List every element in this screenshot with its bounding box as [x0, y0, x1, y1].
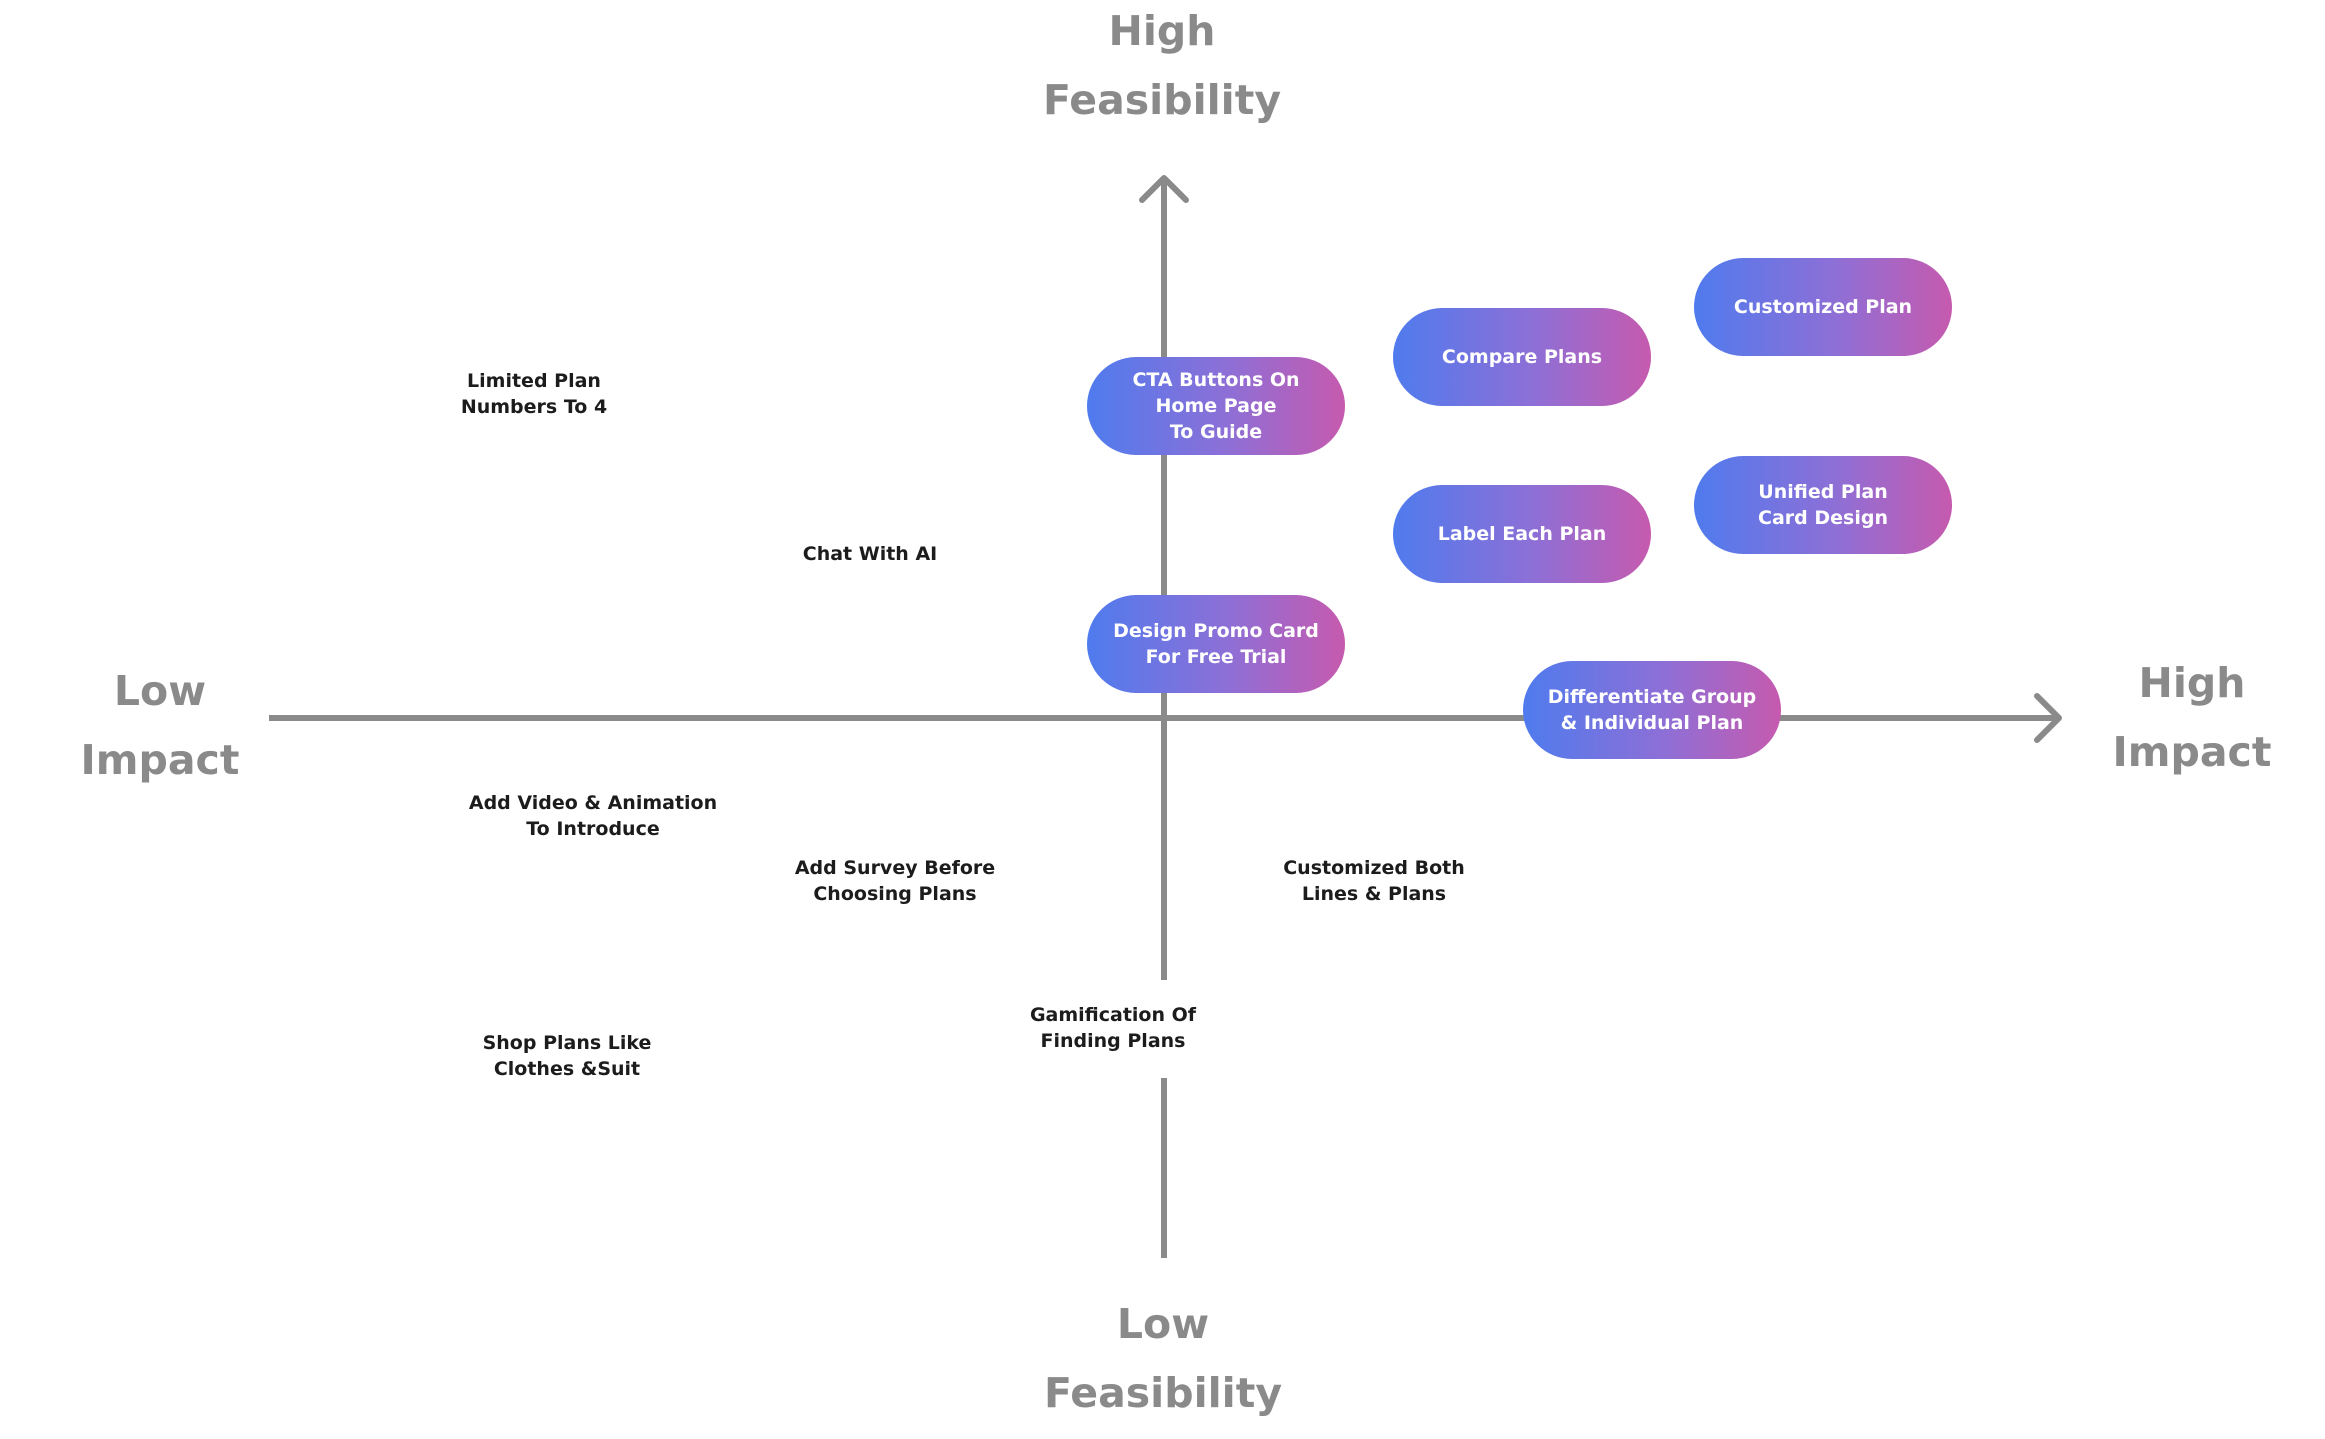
pill-design-promo-card: Design Promo Card For Free Trial — [1087, 595, 1345, 693]
pill-customized-plan: Customized Plan — [1694, 258, 1952, 356]
right-axis-label: High Impact — [2113, 649, 2272, 787]
item-gamification: Gamification Of Finding Plans — [1029, 1004, 1197, 1052]
bottom-axis-label: Low Feasibility — [1044, 1290, 1282, 1428]
item-add-video: Add Video & Animation To Introduce — [468, 792, 718, 840]
top-axis-label-line1: High — [1108, 7, 1216, 55]
pill-cta-buttons: CTA Buttons On Home Page To Guide — [1087, 357, 1345, 455]
left-axis-label-line1: Low — [113, 667, 207, 715]
item-customized-both: Customized Both Lines & Plans — [1283, 857, 1465, 905]
top-axis-label: High Feasibility — [1043, 0, 1281, 135]
bottom-axis-label-line1: Low — [1116, 1300, 1210, 1348]
left-axis-label: Low Impact — [81, 657, 240, 795]
pill-label-each-plan: Label Each Plan — [1393, 485, 1651, 583]
right-axis-label-line1: High — [2138, 659, 2246, 707]
pill-unified-plan-card: Unified Plan Card Design — [1694, 456, 1952, 554]
item-limited-plan: Limited Plan Numbers To 4 — [460, 370, 608, 418]
item-chat-with-ai: Chat With AI — [802, 543, 938, 565]
pill-compare-plans: Compare Plans — [1393, 308, 1651, 406]
top-axis-label-line2: Feasibility — [1042, 76, 1282, 124]
bottom-axis-label-line2: Feasibility — [1043, 1369, 1283, 1417]
left-axis-label-line2: Impact — [80, 736, 240, 784]
pill-differentiate-group: Differentiate Group & Individual Plan — [1523, 661, 1781, 759]
top-arrow-icon — [1139, 175, 1189, 203]
right-axis-label-line2: Impact — [2112, 728, 2272, 776]
right-arrow-icon — [2034, 693, 2062, 743]
item-add-survey: Add Survey Before Choosing Plans — [794, 857, 996, 905]
item-shop-plans: Shop Plans Like Clothes &Suit — [482, 1032, 652, 1080]
